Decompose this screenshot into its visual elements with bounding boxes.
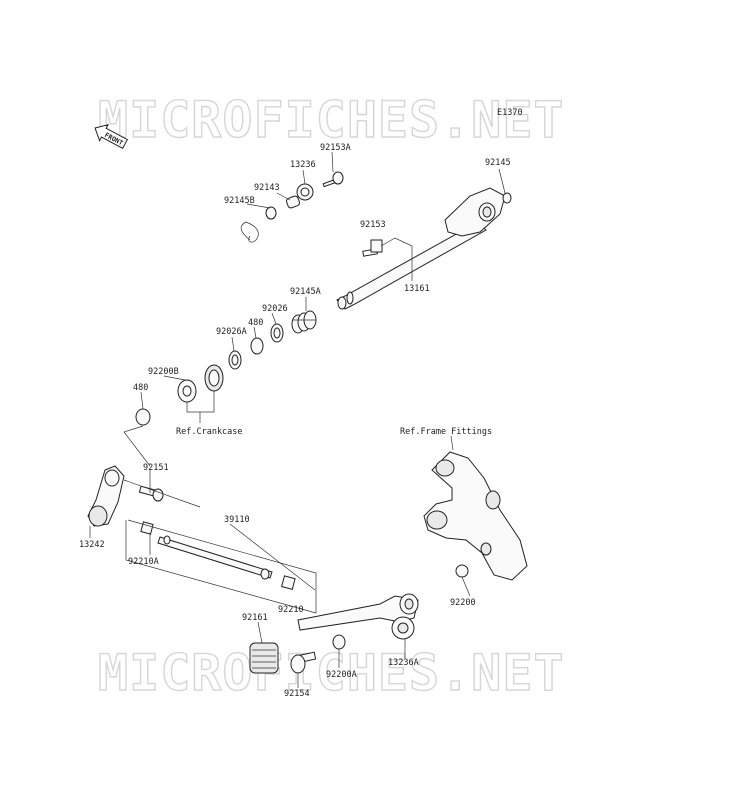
label-480-lower: 480 [133, 383, 148, 393]
label-92200a: 92200A [326, 670, 357, 680]
pedal-rubber-92161 [249, 642, 279, 674]
label-92145b: 92145B [224, 196, 255, 206]
label-13236: 13236 [290, 160, 316, 170]
label-92161: 92161 [242, 613, 268, 623]
footrest-bracket [423, 451, 528, 581]
label-92151: 92151 [143, 463, 169, 473]
label-92200b: 92200B [148, 367, 179, 377]
spring-92145a [291, 310, 317, 334]
label-92153: 92153 [360, 220, 386, 230]
label-92026a: 92026A [216, 327, 247, 337]
watermark-bottom: MICROFICHES.NET [98, 644, 565, 702]
tie-rod-39110 [157, 535, 273, 580]
label-92210: 92210 [278, 605, 304, 615]
label-92200: 92200 [450, 598, 476, 608]
label-480-upper: 480 [248, 318, 263, 328]
shift-arm-head [444, 187, 512, 237]
bolt-92154 [290, 651, 317, 674]
label-13242: 13242 [79, 540, 105, 550]
shift-pedal [297, 593, 419, 640]
shift-shaft-13161 [336, 221, 487, 310]
label-92145: 92145 [485, 158, 511, 168]
label-92143: 92143 [254, 183, 280, 193]
nut-92210 [281, 575, 296, 590]
circlip-480-lower [135, 408, 151, 426]
label-ref-crankcase: Ref.Crankcase [176, 427, 243, 437]
bolt-92151 [138, 485, 164, 502]
diagram-code: E1370 [497, 108, 523, 118]
washer-92200a [332, 634, 346, 650]
label-ref-frame-fittings: Ref.Frame Fittings [400, 427, 492, 437]
label-39110: 39110 [224, 515, 250, 525]
bolt-92153a [322, 171, 344, 188]
label-13161: 13161 [404, 284, 430, 294]
watermark-top: MICROFICHES.NET [98, 91, 565, 149]
label-13236a: 13236A [388, 658, 419, 668]
needle-bearing [204, 364, 224, 392]
label-92145a: 92145A [290, 287, 321, 297]
spring-92145b [240, 206, 277, 243]
label-92153a: 92153A [320, 143, 351, 153]
collar-92143 [285, 195, 301, 209]
nut-92210a [140, 521, 154, 535]
bolt-92153 [362, 239, 383, 257]
label-92210a: 92210A [128, 557, 159, 567]
circlip-480-upper [250, 337, 264, 355]
label-92154: 92154 [284, 689, 310, 699]
lever-13242 [87, 465, 125, 527]
washer-92200 [455, 564, 469, 578]
label-92026: 92026 [262, 304, 288, 314]
